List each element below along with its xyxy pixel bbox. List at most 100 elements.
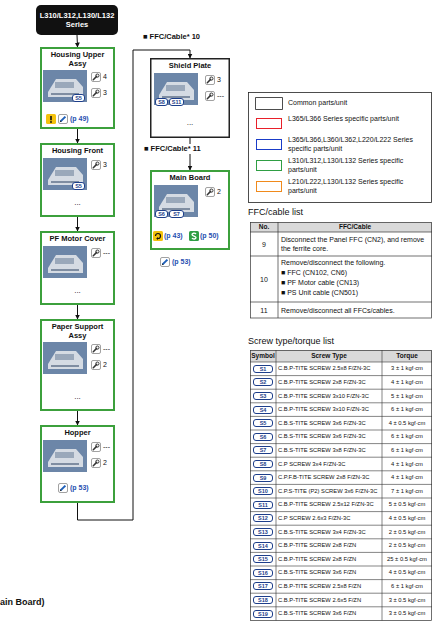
torque-value: 6 ± 1 kgf·cm [382,433,432,440]
pencil-icon [59,484,68,493]
process-box: Hopper---2(p 53) [40,425,115,503]
torque-value: 25 ± 0.5 kgf·cm [382,556,432,563]
screw-type: C.B.S-TITE SCREW 3x6 F/ZN [278,610,382,617]
cropped-caption: ain Board) [0,597,70,608]
screw-type: C.B.P-TITE SCREW 2x8 F/ZN [278,542,382,549]
screw-type: C.B.P-TITE SCREW 3x10 F/ZN-3C [278,406,382,413]
part-photo [154,73,198,105]
part-title: Housing Upper Assy [50,50,106,68]
page-reference: (p 50) [200,231,226,241]
screw-symbol: S12 [253,514,273,522]
part-photo [43,440,87,472]
screw-count: --- [216,91,229,101]
screw-type: C.B.P-TITE SCREW 2.5x8 F/ZN-3C [278,365,382,372]
screw-symbol: S15 [253,555,273,563]
wrench-icon [92,73,101,82]
page-reference: (p 49) [70,114,110,124]
screw-count: 2 [102,458,114,468]
table-header: Torque [382,352,432,360]
section-title: FFC/cable list [248,207,428,218]
page-reference: (p 53) [70,483,110,493]
wrench-icon [92,249,101,258]
torque-value: 4 ± 1 kgf·cm [382,461,432,468]
screw-symbol: S6 [253,433,273,441]
torque-value: 3 ± 0.5 kgf·cm [382,610,432,617]
legend-swatch [256,98,282,109]
torque-value: 2 ± 0.5 kgf·cm [382,542,432,549]
legend-text: L365/L366,L360/L362,L220/L222 Series spe… [288,136,428,153]
torque-value: 4 ± 1 kgf·cm [382,474,432,481]
pencil-icon [161,258,170,267]
torque-value: 5 ± 0.5 kgf·cm [382,501,432,508]
reassembly-icon [153,231,163,241]
wrench-icon [92,89,101,98]
screw-type: C.B.P-TITE SCREW 2x8 F/ZN-3C [278,379,382,386]
series-box: L310/L312,L130/L132 Series [36,5,118,35]
flow-arrow [77,305,78,319]
wrench-icon [92,361,101,370]
ellipsis: ... [40,286,115,295]
screw-badge: S11 [169,98,184,106]
screw-symbol: S18 [253,596,273,604]
table-header: No. [250,223,278,231]
screw-type: C.P.F.B-TITE SCREW 2x8 F/ZN-3C [278,474,382,481]
wrench-icon [92,345,101,354]
screw-count: 3 [216,75,229,85]
torque-value: 2 ± 0.5 kgf·cm [382,529,432,536]
torque-value: 4 ± 0.5 kgf·cm [382,515,432,522]
process-box: PF Motor Cover---... [40,231,115,305]
flow-arrow [77,411,78,425]
warning-icon [46,114,56,124]
wrench-icon [206,92,215,101]
flow-arrow [77,35,79,47]
flow-arrow [77,217,78,231]
legend-text: Common parts/unit [288,99,428,108]
part-photo [154,185,198,217]
table-grid [250,222,432,318]
screw-type: C.B.P-TITE SCREW 2x8 F/ZN [278,556,382,563]
screw-symbol: S4 [253,406,273,414]
table-header: Screw Type [276,352,382,360]
cable-step-label: ■ FFC/Cable* 10 [142,32,201,42]
wrench-icon [206,188,215,197]
screw-count: --- [102,442,114,452]
wrench-icon [206,76,215,85]
screw-symbol: S7 [253,446,273,454]
table-header-fill [250,222,432,232]
screw-count: 3 [102,88,114,98]
section-title: Screw type/torque list [248,336,428,347]
legend-swatch [256,181,282,192]
adjustment-icon [189,231,199,241]
row-number: 9 [250,240,278,249]
torque-value: 4 ± 1 kgf·cm [382,379,432,386]
torque-value: 3 ± 0.5 kgf·cm [382,597,432,604]
screw-count: --- [102,344,114,354]
torque-value: 6 ± 1 kgf·cm [382,583,432,590]
part-title: Housing Front [40,146,115,155]
legend-text: L210/L222,L130/L132 Series specific part… [288,178,428,195]
wrench-icon [92,459,101,468]
process-box: Main BoardS6S72(p 43)(p 50)(p 53) [150,170,230,250]
screw-badge: S7 [169,210,184,218]
screw-type: C.B.S-TITE SCREW 3x8 F/ZN-3C [278,447,382,454]
screw-type: C.P.S-TITE (P2) SCREW 3x6 F/ZN-3C [278,488,382,495]
screw-badge: S8 [155,98,168,106]
screw-count: 2 [216,187,229,197]
legend-text: L310/L312,L130/L132 Series specific part… [288,157,428,174]
ellipsis: ... [150,118,230,127]
process-box: Housing Upper AssyS543(p 49) [40,47,115,129]
ellipsis: ... [40,198,115,207]
table-frame [251,351,432,621]
flow-arrow [78,50,191,520]
screw-badge: S5 [72,182,85,190]
page-reference: (p 53) [172,257,212,267]
legend-swatch [256,160,282,171]
wrench-icon [92,443,101,452]
part-photo [43,158,87,190]
part-photo [43,342,87,374]
torque-value: 4 ± 0.5 kgf·cm [382,569,432,576]
part-title: Paper Support Assy [50,322,106,340]
table-frame [251,223,432,319]
screw-badge: S5 [72,94,85,102]
table-cell: ■ PS Unit cable (CN501) [281,288,429,297]
